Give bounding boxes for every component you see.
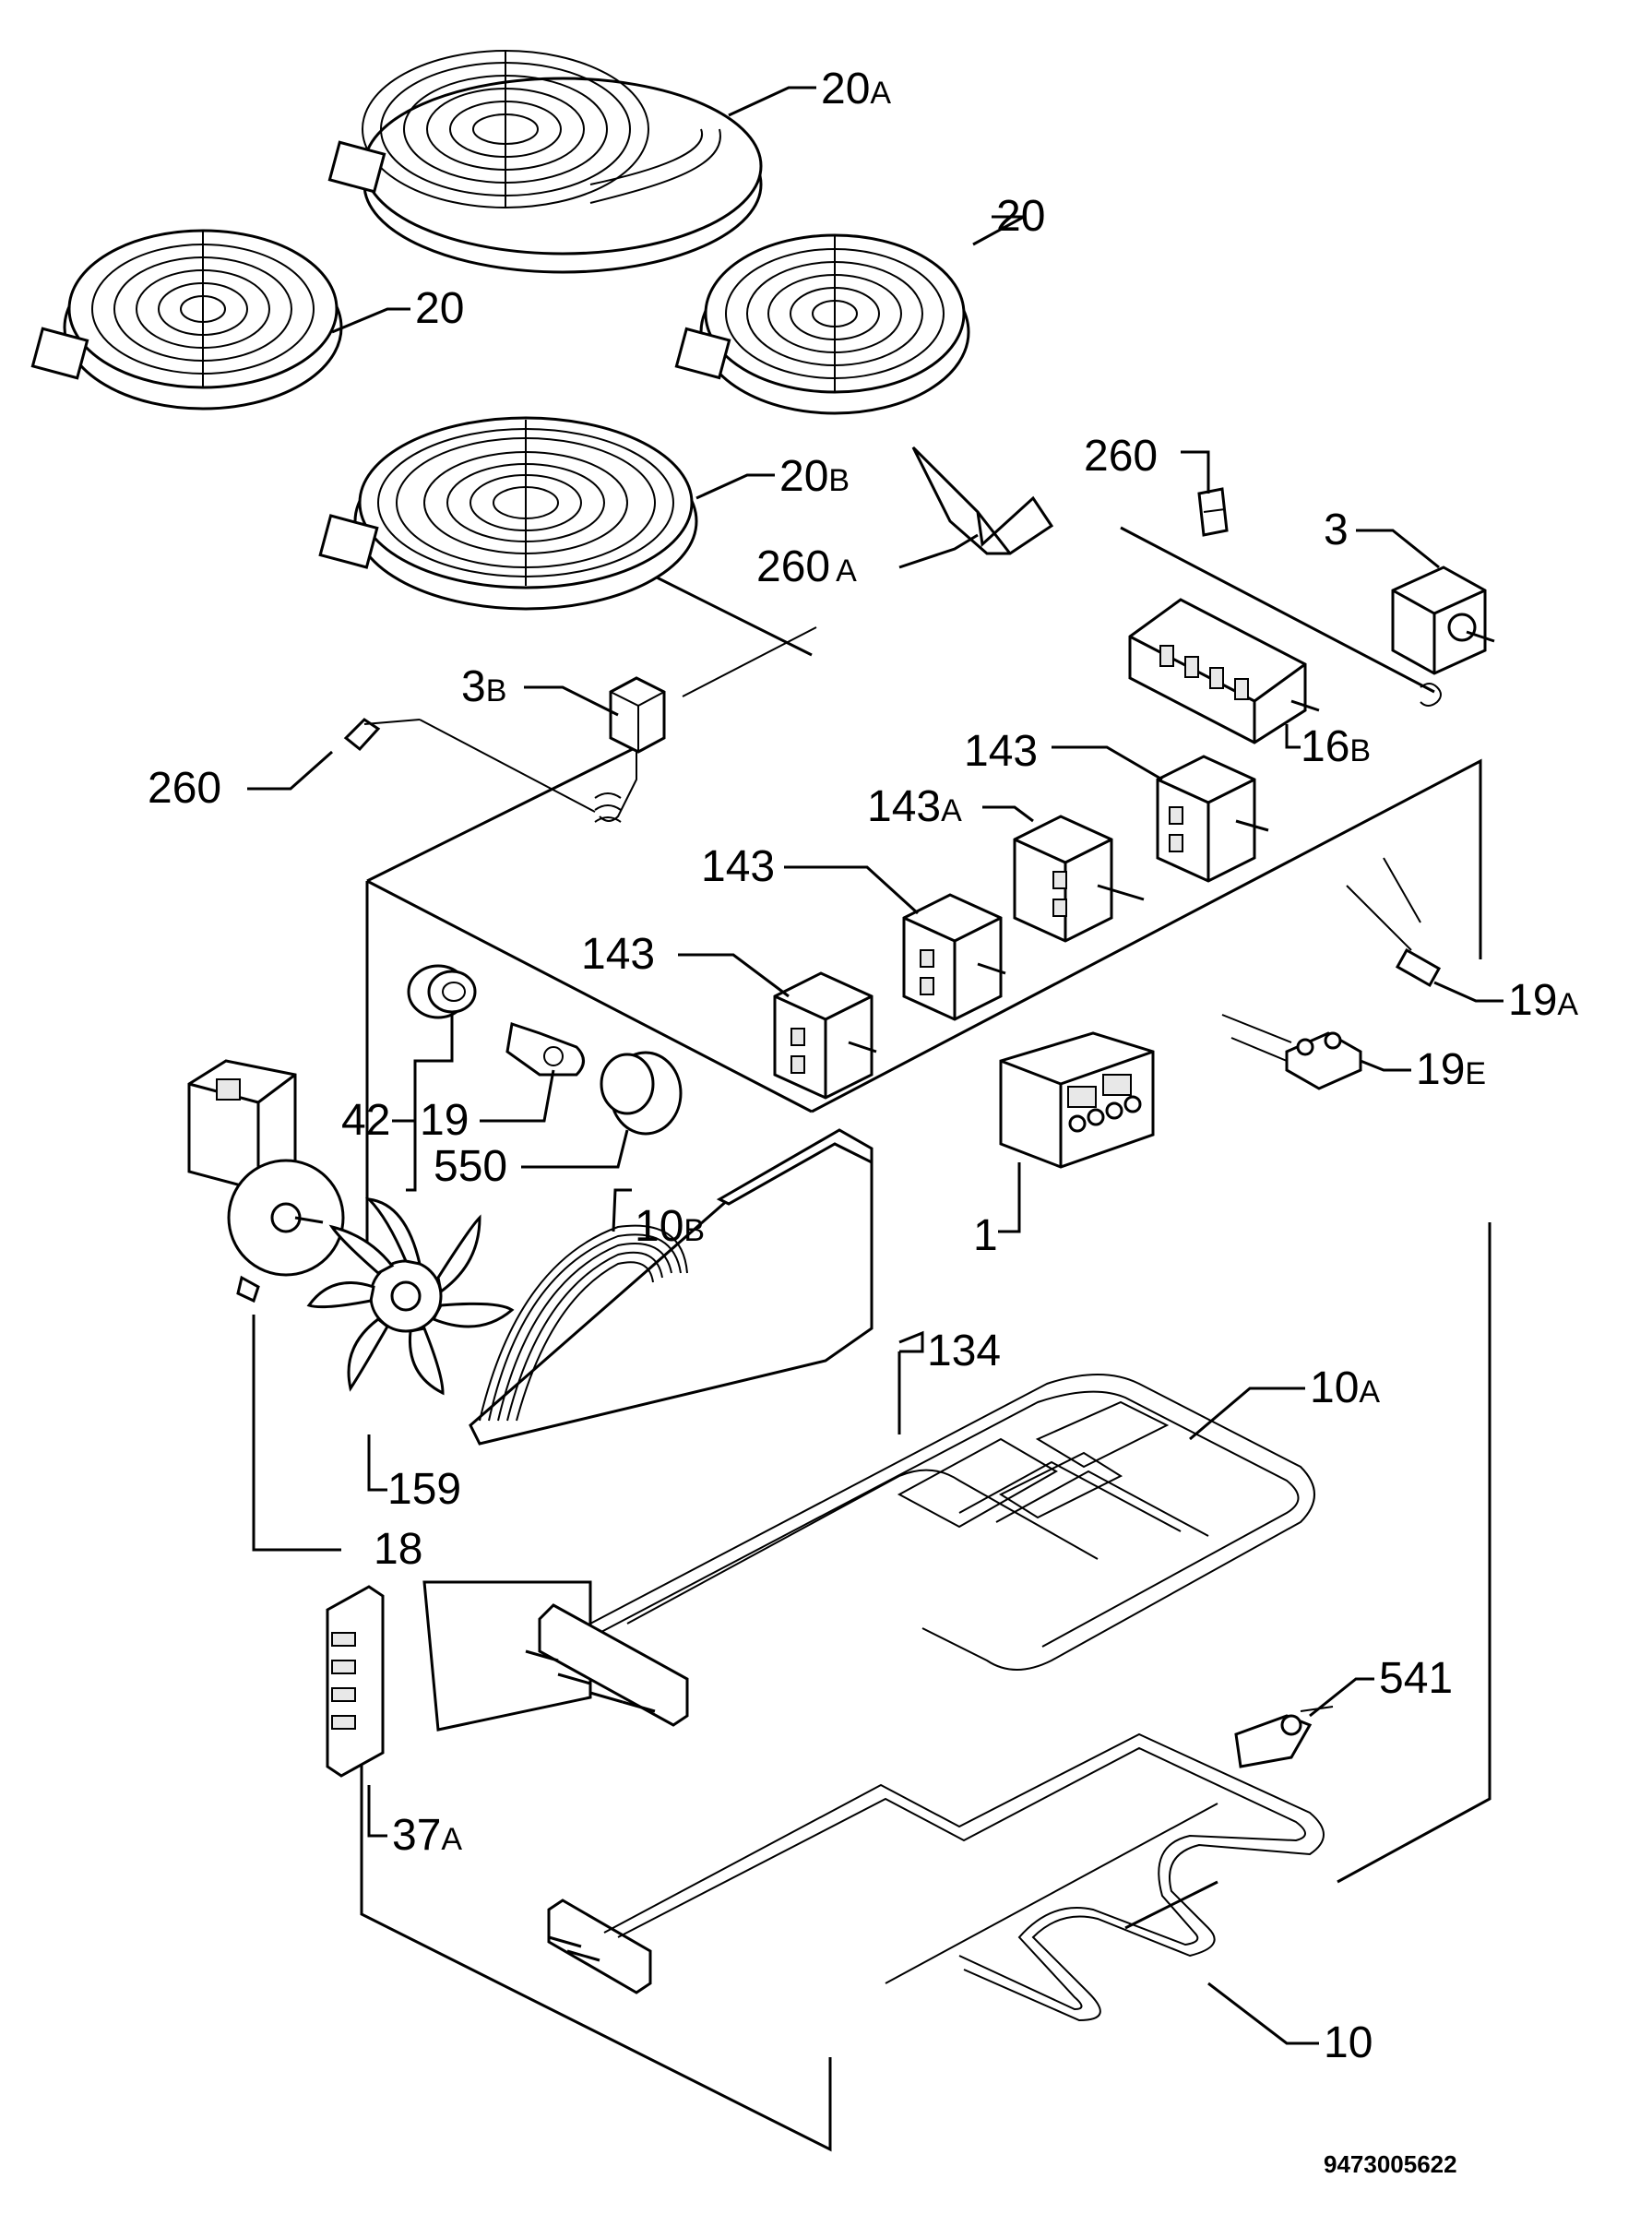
label-19a: 19A (1508, 976, 1578, 1025)
timer-1 (999, 1031, 1155, 1169)
fan-159 (306, 1196, 515, 1396)
document-number: 9473005622 (1324, 2150, 1457, 2178)
fan-cover-10b (469, 1128, 874, 1446)
label-19e: 19E (1416, 1045, 1486, 1094)
hotplate-right-20 (674, 233, 970, 415)
label-550: 550 (434, 1142, 507, 1191)
label-541: 541 (1379, 1654, 1453, 1703)
leader-lines (247, 86, 1503, 2045)
clip-260-top (1197, 487, 1229, 537)
label-143-b: 143 (701, 842, 775, 891)
label-20a: 20A (821, 65, 891, 113)
label-159: 159 (387, 1465, 461, 1514)
fan-motor-18 (187, 1059, 345, 1303)
clip-260-left (343, 718, 421, 752)
thermal-fuse-541 (1234, 1706, 1334, 1768)
lamp-bulb-19 (505, 1022, 585, 1077)
label-18: 18 (374, 1525, 422, 1574)
label-20b: 20B (779, 452, 850, 501)
label-10: 10 (1324, 2018, 1373, 2067)
hotplate-left-20 (30, 229, 343, 411)
label-10a: 10A (1310, 1363, 1380, 1412)
terminal-19e (1221, 1014, 1362, 1090)
regulator-143a (1013, 815, 1145, 943)
label-134: 134 (927, 1327, 1001, 1375)
label-3: 3 (1324, 506, 1349, 554)
label-42: 42 (341, 1096, 390, 1145)
label-260-left: 260 (148, 764, 221, 813)
bracket-260a (911, 446, 1054, 555)
regulator-143-c (773, 971, 877, 1100)
thermostat-3 (1391, 565, 1495, 675)
capillary-rod (1120, 526, 1442, 707)
hotplate-double-20b (318, 416, 698, 611)
label-10b: 10B (635, 1202, 705, 1251)
thermostat-3b (419, 676, 666, 823)
hotplate-oval-20a (327, 50, 763, 274)
lamp-cover-550 (600, 1051, 683, 1136)
label-143-a: 143 (964, 727, 1038, 776)
terminal-block-37a (326, 1585, 385, 1778)
label-20-right: 20 (996, 192, 1045, 241)
label-143-c: 143 (581, 930, 655, 979)
label-20-left: 20 (415, 284, 464, 333)
grill-element-10a (525, 1374, 1315, 1727)
label-19: 19 (420, 1096, 469, 1145)
regulator-143-a (1156, 755, 1269, 883)
indicator-lamp-19a (1346, 857, 1442, 988)
selector-switch-16b (1128, 598, 1320, 744)
bottom-element-10 (547, 1732, 1325, 2022)
cabinet-outline (360, 524, 1492, 2152)
label-1: 1 (973, 1211, 998, 1260)
label-16b: 16B (1301, 722, 1371, 771)
guide-line-3b (682, 626, 817, 697)
lamp-holder-42 (407, 964, 477, 1019)
label-37a: 37A (392, 1811, 462, 1860)
label-3b: 3B (461, 662, 506, 711)
label-260-top: 260 (1084, 432, 1158, 481)
regulator-143-b (902, 893, 1006, 1021)
label-143a: 143A (867, 782, 962, 831)
